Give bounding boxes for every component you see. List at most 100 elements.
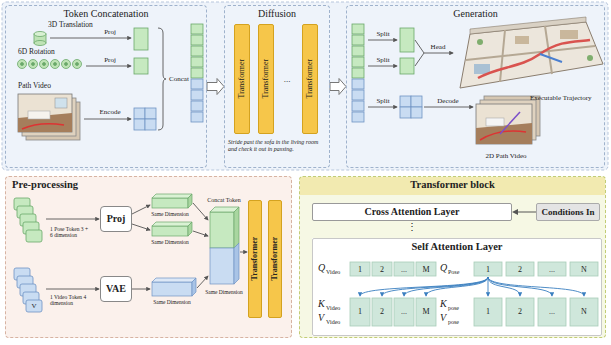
text-label: 2	[518, 265, 522, 274]
flow-arrow	[207, 79, 224, 95]
node-text: Cross Attention Layer	[365, 206, 460, 218]
token-column	[352, 112, 364, 122]
embedding-blocks	[234, 243, 239, 284]
video-token-stack	[14, 268, 42, 312]
flow-arrow	[84, 119, 131, 120]
transformer-bar: Transformer	[234, 24, 250, 134]
flow-arrow	[517, 212, 536, 213]
flow-arrow	[330, 79, 346, 95]
token-blocks	[158, 28, 166, 130]
attention-tokens	[372, 298, 392, 326]
token-blocks	[134, 119, 145, 130]
text-label: Split	[376, 97, 389, 105]
token-column	[400, 58, 414, 74]
trajectory-render	[515, 36, 529, 44]
node-text: VAE	[106, 283, 126, 295]
flow-arrow	[240, 252, 247, 253]
text-label: pose	[448, 319, 459, 326]
node-text: Conditions In	[542, 207, 595, 217]
token-column	[191, 101, 203, 111]
text-label: V	[31, 302, 36, 310]
embedding-blocks	[152, 278, 196, 282]
attention-tokens	[350, 262, 598, 326]
text-label: ...	[549, 265, 555, 274]
text-label: Same Dimension	[151, 239, 189, 245]
trajectory-render	[540, 54, 562, 62]
attention-tokens	[474, 298, 502, 326]
rotation-tokens	[18, 60, 27, 69]
embedding-blocks	[192, 278, 196, 296]
flow-arrow	[132, 289, 150, 290]
flow-arrow	[86, 66, 131, 67]
rotation-tokens	[32, 63, 35, 66]
process-box: VAE	[100, 276, 132, 302]
path-video-frames	[486, 118, 504, 126]
text-label: 2	[518, 307, 522, 316]
token-blocks	[145, 119, 156, 130]
rotation-tokens	[76, 63, 79, 66]
panel-ground	[2, 2, 608, 338]
text-label: ...	[549, 307, 555, 316]
embedding-blocks	[152, 194, 239, 296]
trajectory-render	[478, 40, 590, 78]
node-text: Generation	[453, 8, 497, 20]
flow-arrow	[197, 276, 208, 288]
token-blocks	[134, 58, 148, 74]
flow-arrow	[330, 79, 346, 95]
embedding-blocks	[188, 194, 192, 208]
rotation-tokens	[43, 63, 46, 66]
panel-ground	[300, 177, 605, 195]
node-text: Transformer	[305, 59, 314, 99]
text-label: N	[581, 265, 587, 274]
embedding-blocks	[188, 222, 192, 236]
text-label: Split	[376, 30, 389, 38]
node-text: Transformer	[270, 237, 279, 281]
section-panel: Pre-processingProjVAETransformerTransfor…	[5, 176, 292, 338]
attention-tokens	[570, 262, 598, 276]
attention-arrow	[382, 277, 488, 296]
flow-arrow	[50, 38, 131, 39]
rotation-tokens	[18, 60, 82, 69]
attention-arrow	[488, 277, 584, 296]
text-label: Encode	[100, 108, 121, 116]
attention-arrow	[426, 277, 488, 296]
text-label: Executable Trajectory	[530, 94, 592, 102]
text-label: 6D Rotation	[18, 48, 55, 57]
translation-cylinder	[34, 41, 46, 46]
text-label: M	[422, 265, 429, 274]
trajectory-render	[560, 30, 578, 39]
trajectory-render	[587, 55, 593, 61]
rotation-tokens	[65, 63, 68, 66]
text-label: V	[440, 312, 446, 324]
node-text: Transformer	[261, 59, 270, 99]
text-label: Concat	[169, 75, 189, 83]
transformer-bar: Transformer	[248, 200, 262, 318]
attention-arrow	[360, 277, 584, 296]
transformer-bar: Transformer	[258, 24, 274, 134]
attention-arrow	[488, 277, 552, 296]
rotation-tokens	[21, 63, 24, 66]
text-label: 1	[486, 307, 490, 316]
embedding-blocks	[210, 248, 234, 284]
video-frames	[22, 124, 64, 129]
rotation-tokens	[73, 60, 82, 69]
flow-arrow	[424, 53, 453, 54]
node-text: Transformer block	[410, 179, 494, 191]
text-label: ⋮	[407, 221, 417, 233]
token-column	[411, 96, 422, 107]
text-label: Same Dimension	[205, 289, 243, 295]
transformer-bar: Transformer	[302, 24, 318, 134]
flow-arrow	[46, 203, 247, 289]
text-label: Path Video	[18, 82, 51, 91]
token-column	[352, 24, 364, 34]
attention-arrow	[404, 277, 488, 296]
trajectory-render	[460, 17, 603, 88]
attention-tokens	[538, 262, 566, 276]
section-panel: Generation	[346, 5, 605, 168]
text-label: 1	[358, 307, 362, 316]
attention-tokens	[416, 262, 436, 276]
video-frames	[28, 111, 50, 119]
text-label: Proj	[104, 56, 116, 64]
text-label: Concat Token	[207, 197, 240, 204]
